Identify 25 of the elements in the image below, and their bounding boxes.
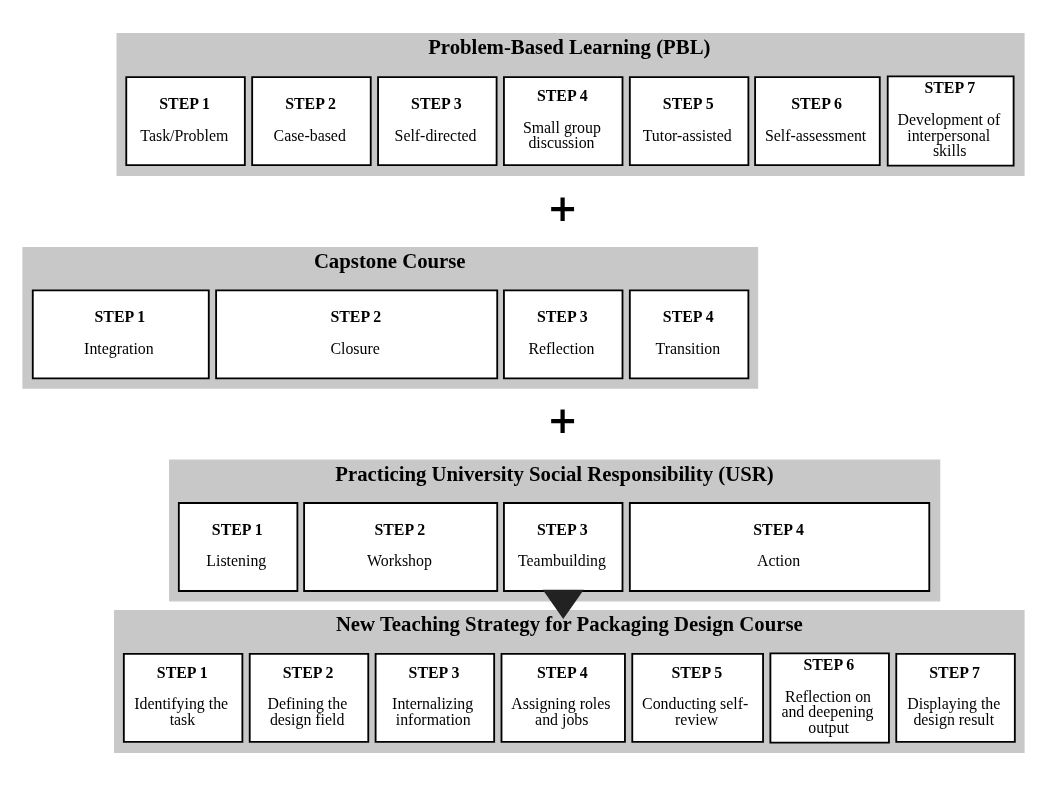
node-box: STEP 2 Case-based	[251, 75, 372, 166]
node-box: STEP 2 Workshop	[303, 501, 499, 592]
node-box: STEP 2 Defining the design field	[248, 652, 370, 743]
node-box: STEP 6 Reflection on and deepening output	[769, 651, 890, 743]
node-box: STEP 3 Reflection	[503, 288, 624, 379]
node-box: STEP 6 Self-assessment	[754, 75, 881, 166]
node-box: STEP 1 Task/Problem	[125, 75, 246, 166]
node-box: STEP 1 Listening	[177, 501, 299, 592]
label: +	[547, 186, 579, 230]
node-box: STEP 3 Self-directed	[377, 75, 498, 166]
node-box: STEP 4 Small group discussion	[503, 75, 624, 166]
arrow	[542, 589, 584, 619]
node-box: STEP 7 Development of interpersonal skills	[886, 75, 1015, 167]
node-box: STEP 1 Identifying the task	[122, 652, 244, 743]
node-box: STEP 3 Internalizing information	[374, 652, 496, 743]
node-box: STEP 3 Teambuilding	[503, 501, 624, 592]
node-box: STEP 1 Integration	[31, 288, 210, 379]
label: +	[547, 398, 579, 442]
node-box: STEP 4 Assigning roles and jobs	[500, 652, 626, 743]
node-box: STEP 2 Closure	[215, 288, 499, 379]
node-box: STEP 5 Tutor-assisted	[628, 75, 750, 166]
node-box: STEP 7 Displaying the design result	[895, 652, 1016, 743]
node-box: STEP 5 Conducting self-review	[631, 652, 764, 743]
node-box: STEP 4 Action	[628, 501, 931, 592]
node-box: STEP 4 Transition	[628, 288, 750, 379]
